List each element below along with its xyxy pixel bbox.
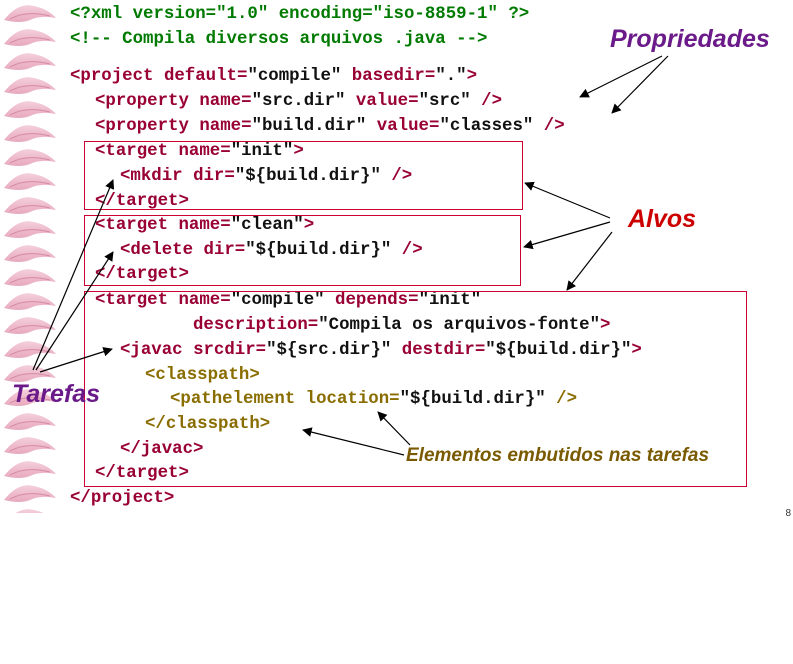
target-compile-open: <target name="compile" depends="init" [95, 291, 482, 310]
feather-logo-line [9, 325, 51, 332]
target-clean-box [84, 215, 521, 286]
target-compile-close: </target> [95, 464, 189, 483]
arrow-alvos-2 [523, 221, 611, 250]
xml-code-listing: <?xml version="1.0" encoding="iso-8859-1… [0, 0, 642, 664]
feather-logo-line [9, 181, 51, 188]
feather-logo-icon [15, 509, 44, 513]
target-clean-open: <target name="clean"> [95, 216, 315, 235]
feather-logo-line [9, 85, 51, 92]
feather-logo-line [9, 205, 51, 212]
pathelement: <pathelement location="${build.dir}" /> [170, 390, 578, 409]
project-open-tag: <project default="compile" basedir="."> [70, 67, 478, 86]
feather-logo-line [9, 397, 51, 404]
feather-logo-line [9, 469, 51, 476]
xml-declaration: <?xml version="1.0" encoding="iso-8859-1… [70, 5, 530, 24]
feather-logo-line [9, 61, 51, 68]
arrow-tarefas-2 [35, 251, 114, 371]
target-init-open: <target name="init"> [95, 142, 304, 161]
feather-logo-line [9, 301, 51, 308]
target-init-box [84, 141, 523, 210]
arrow-embutidos-1 [302, 427, 405, 456]
feather-logo-line [9, 445, 51, 452]
feather-logo-line [9, 157, 51, 164]
target-compile-box [84, 291, 747, 487]
feather-logo-line [9, 13, 51, 20]
property-build-dir: <property name="build.dir" value="classe… [95, 117, 565, 136]
target-init-close: </target> [95, 192, 189, 211]
feather-logo-line [9, 253, 51, 260]
delete-task: <delete dir="${build.dir}" /> [120, 241, 423, 260]
feather-logo-line [9, 37, 51, 44]
feather-logo-line [9, 109, 51, 116]
arrow-alvos-1 [524, 181, 611, 219]
target-compile-description: description="Compila os arquivos-fonte"> [193, 316, 611, 335]
project-close-tag: </project> [70, 489, 175, 508]
feather-logo-line [9, 349, 51, 356]
page-number: 8 [785, 508, 791, 519]
label-propriedades: Propriedades [610, 25, 770, 53]
feather-logo-line [9, 421, 51, 428]
arrow-tarefas-1 [32, 179, 115, 371]
annotation-arrows [32, 55, 669, 456]
arrow-alvos-3 [566, 231, 613, 291]
arrow-tarefas-3 [39, 347, 113, 373]
javac-task-open: <javac srcdir="${src.dir}" destdir="${bu… [120, 341, 642, 360]
xml-comment: <!-- Compila diversos arquivos .java --> [70, 30, 488, 49]
arrow-prop-2 [611, 55, 669, 114]
feather-logo-line [9, 133, 51, 140]
label-elementos-embutidos: Elementos embutidos nas tarefas [406, 445, 710, 466]
mkdir-task: <mkdir dir="${build.dir}" /> [120, 167, 413, 186]
javac-task-close: </javac> [120, 440, 204, 459]
property-src-dir: <property name="src.dir" value="src" /> [95, 92, 503, 111]
feather-logo-line [9, 229, 51, 236]
label-alvos: Alvos [628, 205, 697, 233]
label-tarefas: Tarefas [12, 380, 101, 408]
feather-logo-line [9, 373, 51, 380]
classpath-close: </classpath> [145, 415, 271, 434]
feather-logo-line [9, 277, 51, 284]
target-clean-close: </target> [95, 265, 189, 284]
feather-logo-line [9, 493, 51, 500]
classpath-open: <classpath> [145, 366, 260, 385]
arrow-embutidos-2 [377, 411, 411, 446]
decorative-logo-strip [4, 5, 56, 513]
arrow-prop-1 [579, 55, 663, 98]
